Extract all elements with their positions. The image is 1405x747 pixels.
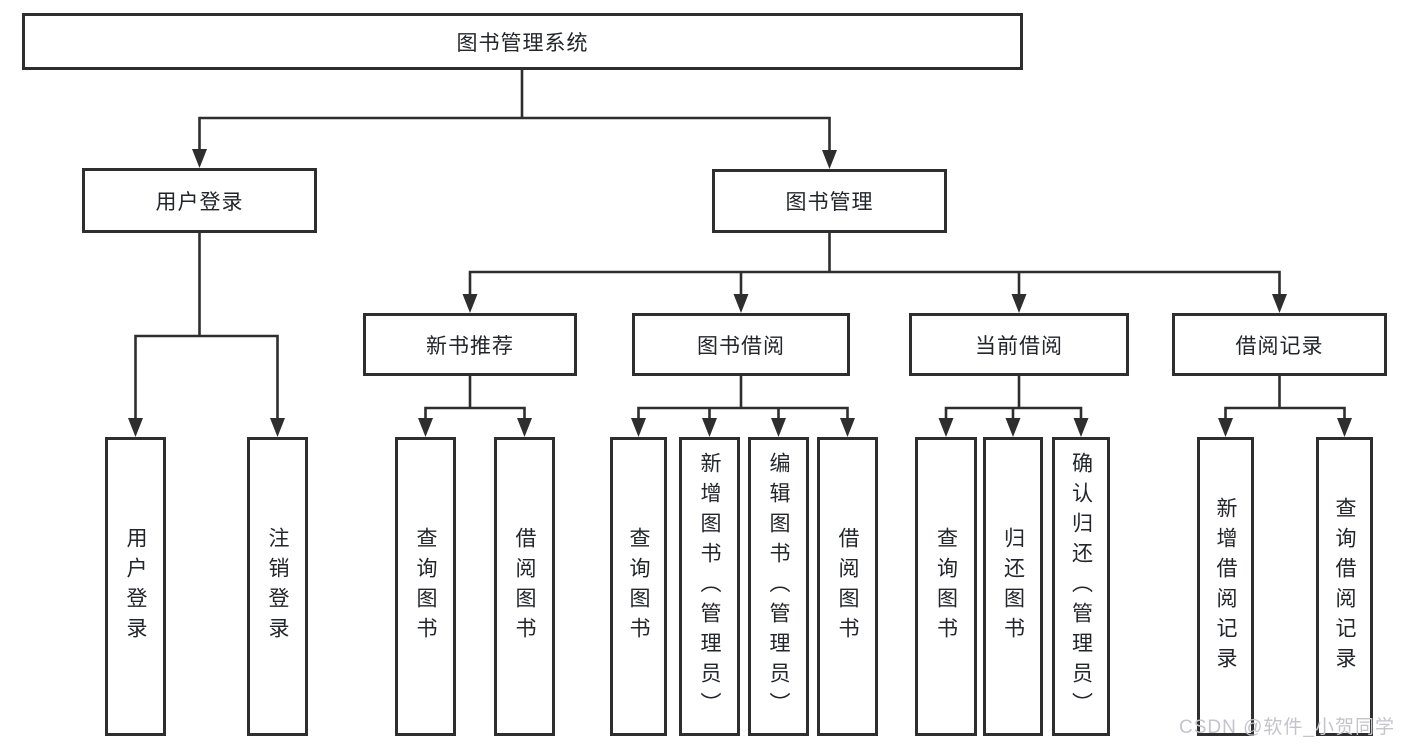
node-book-borrow: 图书借阅 — [632, 313, 850, 376]
arrowhead — [771, 418, 786, 437]
leaf-recommend-borrow-book: 借阅图书 — [494, 437, 555, 736]
leaf-return-book: 归还图书 — [983, 437, 1043, 736]
arrowhead — [1011, 294, 1027, 313]
arrowhead — [192, 149, 207, 168]
node-book-management: 图书管理 — [712, 169, 947, 233]
connector-borrow-record-children — [1224, 374, 1346, 423]
leaf-current-query-book: 查询图书 — [915, 437, 977, 736]
leaf-recommend-query-book: 查询图书 — [395, 437, 456, 736]
arrowhead — [418, 418, 433, 437]
arrowhead — [1005, 418, 1021, 437]
leaf-add-book-admin: 新增图书（管理员） — [679, 437, 740, 736]
arrowhead — [517, 418, 532, 437]
connector-current-borrow-children — [944, 374, 1083, 423]
node-current-borrow: 当前借阅 — [909, 313, 1129, 376]
arrowhead — [733, 294, 749, 313]
arrowhead — [822, 150, 837, 169]
node-system-root: 图书管理系统 — [22, 13, 1023, 70]
connector-paths — [134, 68, 1346, 423]
leaf-borrow-book: 借阅图书 — [817, 437, 878, 736]
connector-new-book-children — [424, 374, 526, 423]
node-new-book-recommend: 新书推荐 — [363, 313, 577, 376]
leaf-borrow-query-book: 查询图书 — [610, 437, 667, 736]
leaf-edit-book-admin: 编辑图书（管理员） — [748, 437, 809, 736]
leaf-user-login: 用户登录 — [105, 437, 166, 736]
arrowhead — [462, 294, 478, 313]
arrowhead — [1218, 418, 1233, 437]
leaf-query-borrow-record: 查询借阅记录 — [1316, 437, 1373, 736]
arrowhead — [1272, 294, 1287, 313]
arrowhead — [128, 418, 143, 437]
arrowhead — [1073, 418, 1089, 437]
connector-book-borrow-children — [637, 374, 849, 423]
arrowhead — [840, 418, 855, 437]
leaf-logout: 注销登录 — [247, 437, 308, 736]
arrowheads — [128, 149, 1352, 437]
connector-user-login-children — [134, 231, 279, 422]
arrowhead — [1337, 418, 1352, 437]
csdn-watermark: CSDN @软件_小贺同学 — [1179, 717, 1395, 738]
leaf-add-borrow-record: 新增借阅记录 — [1197, 437, 1254, 736]
connector-root-to-level2 — [198, 68, 831, 155]
leaf-confirm-return-admin: 确认归还（管理员） — [1052, 437, 1110, 736]
node-borrow-record: 借阅记录 — [1172, 313, 1387, 376]
arrowhead — [702, 418, 717, 437]
connector-book-mgmt-children — [468, 231, 1281, 300]
arrowhead — [938, 418, 954, 437]
arrowhead — [631, 418, 646, 437]
node-user-login: 用户登录 — [82, 168, 317, 233]
arrowhead — [270, 418, 285, 437]
